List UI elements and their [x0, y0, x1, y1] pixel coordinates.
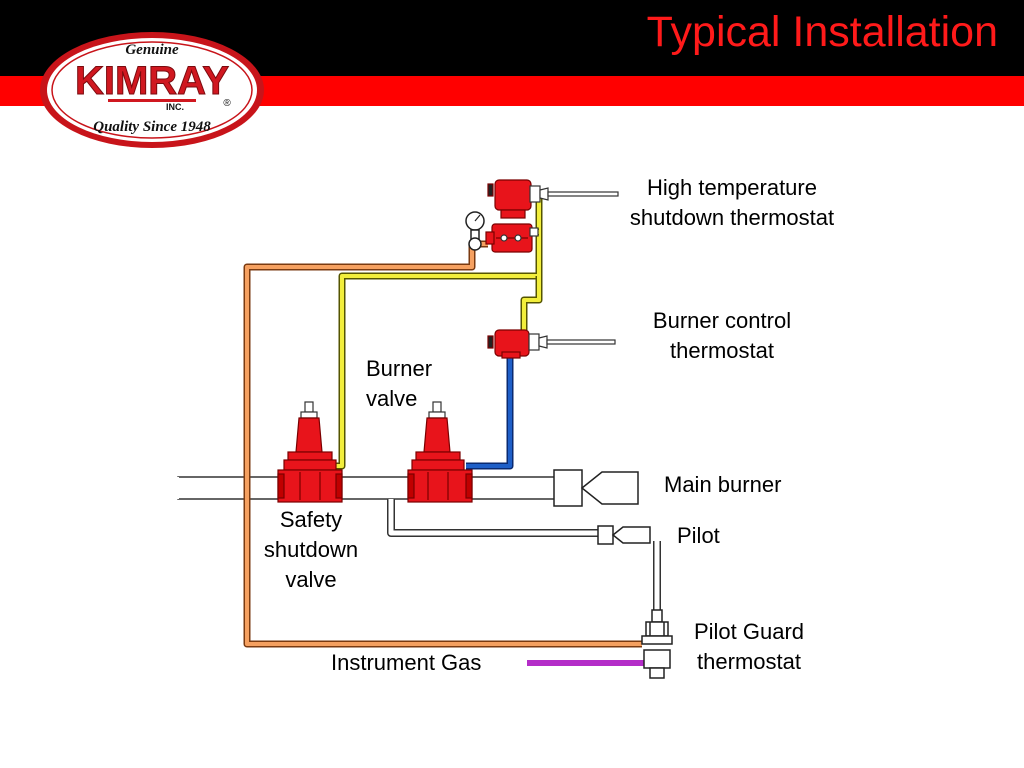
burner-valve-label-line1: Burner: [366, 356, 433, 381]
logo-brand-text: KIMRAY: [75, 59, 229, 103]
pilot-guard-label-line1: Pilot Guard: [693, 619, 805, 644]
burner-control-label-line2: thermostat: [670, 338, 774, 363]
safety-shutdown-valve-label: Safety shutdown valve: [250, 505, 372, 595]
pilot-guard-label-line2: thermostat: [697, 649, 801, 674]
pilot-guard-thermostat-label: Pilot Guard thermostat: [684, 617, 814, 677]
main-burner-label: Main burner: [664, 472, 782, 497]
high-temp-shutdown-thermostat: [485, 179, 619, 253]
burner-valve-label: Burner valve: [366, 354, 432, 414]
main-burner: [553, 469, 639, 507]
logo-genuine-text: Genuine: [125, 42, 179, 58]
high-temp-label-line1: High temperature: [647, 175, 817, 200]
slide-title: Typical Installation: [646, 8, 998, 56]
kimray-logo: Genuine KIMRAY INC. ® Quality Since 1948: [40, 32, 264, 148]
high-temp-label-line2: shutdown thermostat: [629, 205, 835, 230]
instrument-gas-label: Instrument Gas: [331, 650, 482, 675]
safety-shutdown-valve: [277, 401, 343, 503]
burner-control-thermostat: [487, 329, 616, 359]
burner-control-label-line1: Burner control: [652, 308, 792, 333]
pilot-supply-line: [387, 499, 600, 537]
pilot-label: Pilot: [677, 523, 720, 548]
logo-tagline-text: Quality Since 1948: [93, 119, 211, 135]
burner-valve-signal-line: [466, 352, 514, 470]
logo-inc-text: INC.: [166, 102, 184, 112]
safety-label-line1: Safety: [279, 507, 343, 532]
safety-label-line2: shutdown: [263, 537, 359, 562]
burner-valve-label-line2: valve: [366, 386, 418, 411]
pilot-burner: [597, 525, 651, 545]
high-temp-thermostat-label: High temperature shutdown thermostat: [612, 173, 852, 233]
main-gas-pipe: [177, 476, 557, 500]
logo-registered-mark: ®: [223, 98, 231, 109]
pressure-gauge: [465, 211, 485, 251]
instrument-gas-inlet-line: [527, 660, 645, 666]
safety-label-line3: valve: [285, 567, 337, 592]
burner-control-thermostat-label: Burner control thermostat: [632, 306, 812, 366]
pilot-guard-thermostat: [641, 609, 673, 679]
burner-valve: [407, 401, 473, 503]
